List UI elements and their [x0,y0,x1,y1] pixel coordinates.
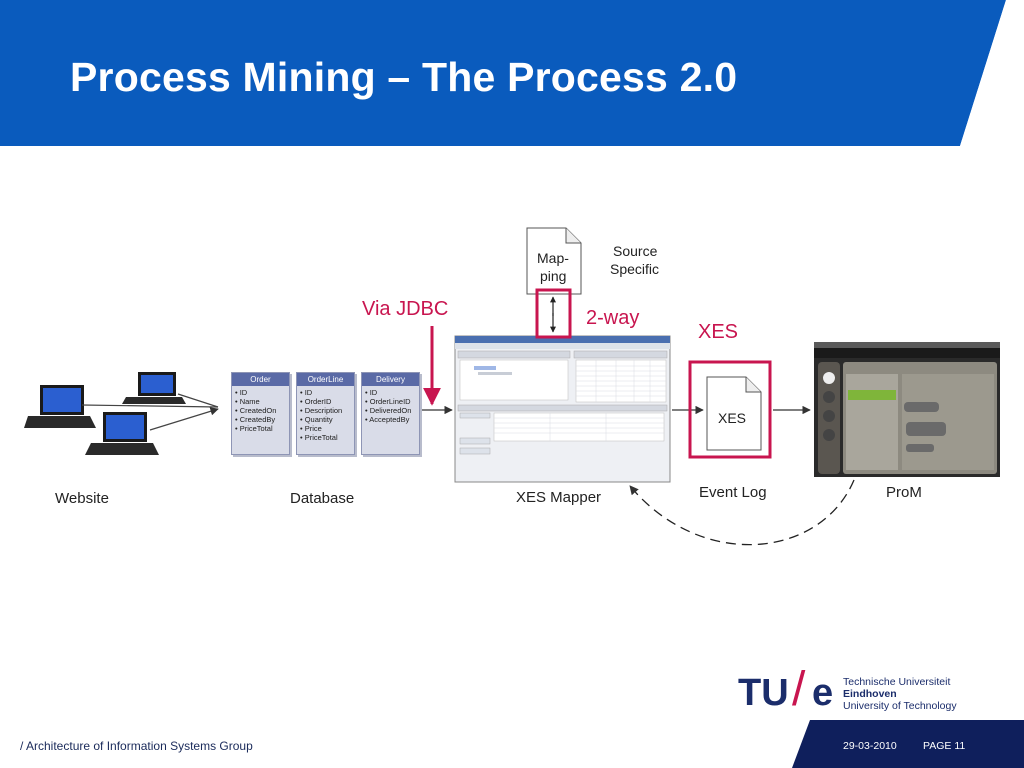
logo-line-1: Technische Universiteit [843,676,951,688]
xes-document-icon [706,376,762,451]
via-jdbc-label: Via JDBC [362,298,449,320]
header-band [0,0,1024,146]
xes-document-label: XES [718,410,747,426]
db-field: PriceTotal [300,433,351,442]
logo-mark-e: e [812,672,834,714]
db-field: OrderID [300,397,351,406]
db-field: ID [235,388,286,397]
prom-window [814,342,1000,477]
db-field: OrderLineID [365,397,416,406]
database-label: Database [290,490,355,507]
db-field: Description [300,406,351,415]
xes-highlight-box [688,360,772,459]
footer-band [792,720,1024,768]
db-table-delivery: Delivery ID OrderLineID DeliveredOn Acce… [361,372,420,455]
footer-group-text: / Architecture of Information Systems Gr… [20,739,253,753]
xes-mapper-window [454,335,671,483]
laptop-icon-1 [122,372,186,404]
db-field: CreatedBy [235,415,286,424]
mapping-line-2: ping [540,268,567,284]
laptop-icon-3 [85,412,159,455]
source-specific-line-2: Specific [610,261,660,277]
db-field: Name [235,397,286,406]
db-field: PriceTotal [235,424,286,433]
source-specific-line-1: Source [613,243,658,259]
db-table-orderline: OrderLine ID OrderID Description Quantit… [296,372,355,455]
logo-mark-tu: TU [738,672,789,714]
db-field: Price [300,424,351,433]
footer-page-number: PAGE 11 [923,740,966,752]
xes-format-label: XES [698,321,739,343]
db-table-title: OrderLine [297,373,354,386]
mapping-line-1: Map- [537,250,569,266]
mapping-document-icon [526,227,582,295]
db-field: AcceptedBy [365,415,416,424]
xes-mapper-label: XES Mapper [516,489,602,506]
db-table-order: Order ID Name CreatedOn CreatedBy PriceT… [231,372,290,455]
db-field: ID [300,388,351,397]
laptop-icon-2 [24,385,96,428]
two-way-highlight-box [535,288,572,339]
db-field: ID [365,388,416,397]
db-field: CreatedOn [235,406,286,415]
logo-line-2: Eindhoven [843,688,897,700]
slide-title: Process Mining – The Process 2.0 [70,54,738,100]
website-label: Website [55,490,109,507]
logo-mark-slash: / [792,663,806,716]
event-log-label: Event Log [699,484,767,501]
db-field: Quantity [300,415,351,424]
db-field: DeliveredOn [365,406,416,415]
two-way-label: 2-way [586,307,640,329]
logo-line-3: University of Technology [843,700,957,712]
prom-label: ProM [886,484,922,501]
db-table-title: Delivery [362,373,419,386]
db-table-title: Order [232,373,289,386]
footer-date: 29-03-2010 [843,740,897,752]
